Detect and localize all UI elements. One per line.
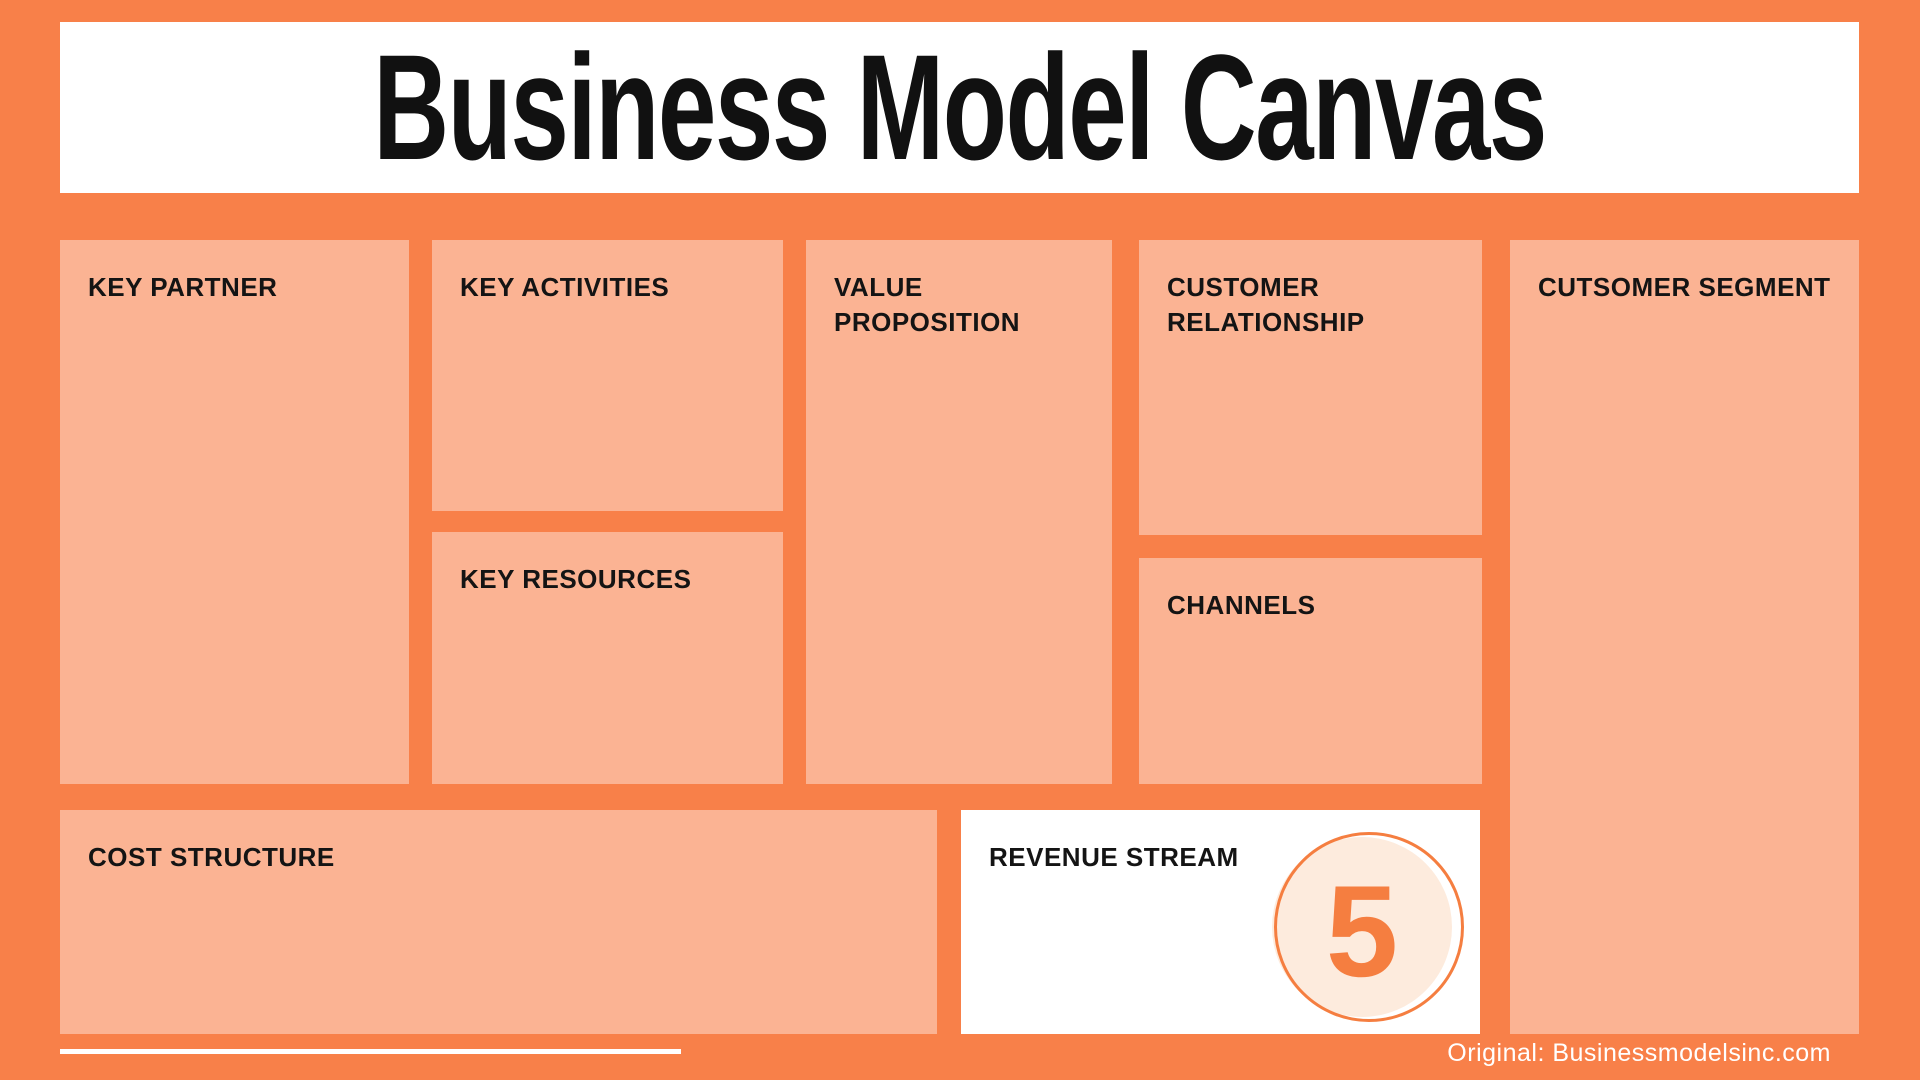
footer-credit-text: Original: Businessmodelsinc.com: [1447, 1039, 1831, 1067]
revenue-stream-label: REVENUE STREAM: [989, 842, 1239, 872]
footer-underline: [60, 1049, 681, 1054]
channels-label: CHANNELS: [1167, 590, 1316, 620]
cost-structure-box: COST STRUCTURE: [60, 810, 937, 1034]
customer-segment-box: CUTSOMER SEGMENT: [1510, 240, 1859, 1034]
key-partner-box: KEY PARTNER: [60, 240, 409, 784]
value-proposition-box: VALUE PROPOSITION: [806, 240, 1112, 784]
key-activities-box: KEY ACTIVITIES: [432, 240, 783, 511]
cost-structure-label: COST STRUCTURE: [88, 842, 335, 872]
value-proposition-label: VALUE PROPOSITION: [834, 272, 1021, 338]
revenue-stream-box: REVENUE STREAM 5: [961, 810, 1480, 1034]
channels-box: CHANNELS: [1139, 558, 1482, 784]
customer-relationship-label: CUSTOMER RELATIONSHIP: [1167, 272, 1365, 338]
customer-relationship-box: CUSTOMER RELATIONSHIP: [1139, 240, 1482, 535]
badge-ring-outline: [1274, 832, 1464, 1022]
key-resources-box: KEY RESOURCES: [432, 532, 783, 784]
key-activities-label: KEY ACTIVITIES: [460, 272, 670, 302]
page-title: Business Model Canvas: [373, 23, 1547, 191]
title-bar: Business Model Canvas: [60, 22, 1859, 193]
key-partner-label: KEY PARTNER: [88, 272, 278, 302]
key-resources-label: KEY RESOURCES: [460, 564, 692, 594]
customer-segment-label: CUTSOMER SEGMENT: [1538, 272, 1831, 302]
